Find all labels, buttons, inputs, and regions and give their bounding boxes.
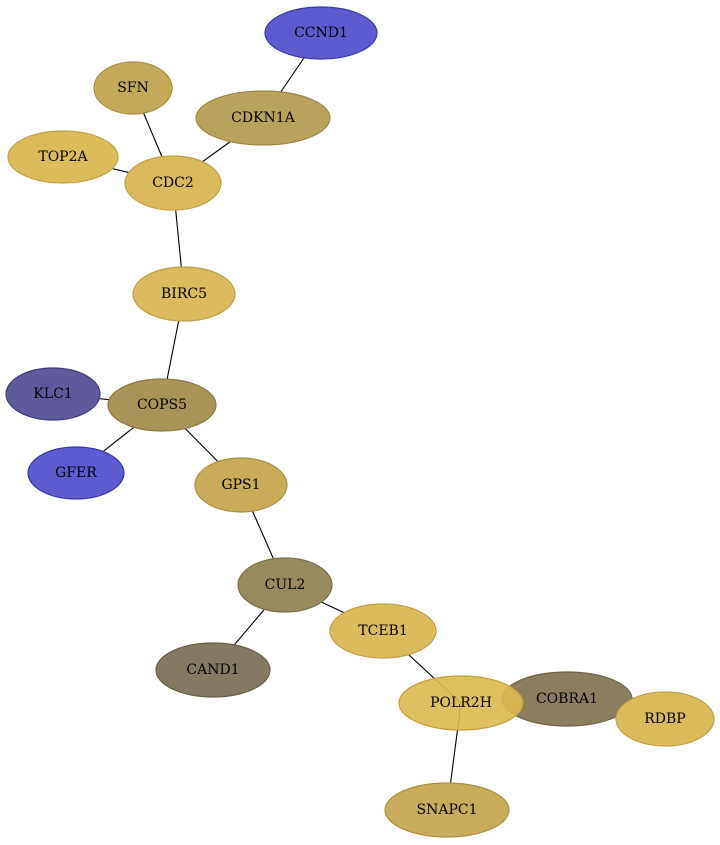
node-shape (615, 691, 715, 747)
node-snapc1: SNAPC1 (384, 782, 510, 838)
node-label: CAND1 (186, 662, 239, 678)
node-label: BIRC5 (161, 286, 207, 302)
node-gfer: GFER (27, 446, 125, 500)
node-label: TCEB1 (358, 623, 407, 639)
node-label: POLR2H (430, 695, 492, 711)
node-birc5: BIRC5 (132, 266, 236, 322)
node-shape (398, 675, 524, 731)
node-cand1: CAND1 (155, 642, 271, 698)
node-shape (27, 446, 125, 500)
node-tceb1: TCEB1 (329, 603, 437, 659)
node-klc1: KLC1 (5, 367, 101, 421)
node-label: CUL2 (265, 577, 306, 593)
node-cul2: CUL2 (237, 557, 333, 613)
node-label: GFER (55, 465, 97, 481)
node-shape (132, 266, 236, 322)
node-top2a: TOP2A (7, 130, 119, 184)
node-cops5: COPS5 (107, 378, 217, 432)
node-label: TOP2A (38, 149, 88, 165)
node-label: SNAPC1 (417, 802, 478, 818)
node-label: CCND1 (294, 25, 348, 41)
node-label: CDKN1A (231, 110, 296, 126)
node-label: CDC2 (152, 175, 194, 191)
node-label: COPS5 (137, 397, 187, 413)
node-label: KLC1 (33, 386, 72, 402)
node-shape (7, 130, 119, 184)
node-label: COBRA1 (536, 691, 598, 707)
node-shape (237, 557, 333, 613)
node-shape (5, 367, 101, 421)
node-gps1: GPS1 (194, 457, 288, 513)
node-polr2h: POLR2H (398, 675, 524, 731)
node-shape (384, 782, 510, 838)
node-shape (195, 90, 331, 146)
node-shape (124, 155, 222, 211)
node-label: RDBP (644, 711, 685, 727)
node-shape (194, 457, 288, 513)
node-shape (264, 6, 378, 60)
node-shape (93, 61, 173, 115)
node-cobra1: COBRA1 (501, 671, 633, 727)
node-cdc2: CDC2 (124, 155, 222, 211)
node-label: SFN (117, 80, 149, 96)
node-label: GPS1 (221, 477, 260, 493)
node-cdkn1a: CDKN1A (195, 90, 331, 146)
node-shape (107, 378, 217, 432)
node-rdbp: RDBP (615, 691, 715, 747)
node-shape (329, 603, 437, 659)
node-ccnd1: CCND1 (264, 6, 378, 60)
node-shape (155, 642, 271, 698)
node-sfn: SFN (93, 61, 173, 115)
